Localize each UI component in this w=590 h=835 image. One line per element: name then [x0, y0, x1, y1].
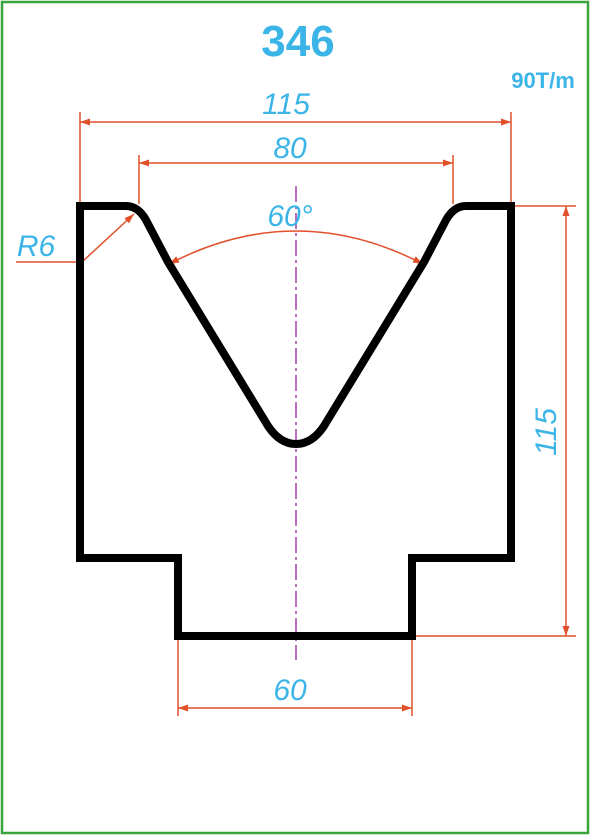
angle-dimension-arc — [168, 230, 424, 265]
radius-leader-line — [81, 213, 135, 263]
radius-label: R6 — [17, 230, 56, 263]
tonnage-capacity: 90T/m — [511, 68, 575, 93]
die-profile-outline — [76, 202, 515, 640]
extension-lines — [16, 112, 576, 716]
height-label: 115 — [530, 408, 563, 456]
tang-width-label: 60 — [273, 674, 307, 707]
v-opening-label: 80 — [273, 132, 307, 165]
top-width-label: 115 — [262, 88, 310, 121]
die-number: 346 — [261, 17, 334, 66]
angle-label: 60° — [267, 200, 312, 233]
